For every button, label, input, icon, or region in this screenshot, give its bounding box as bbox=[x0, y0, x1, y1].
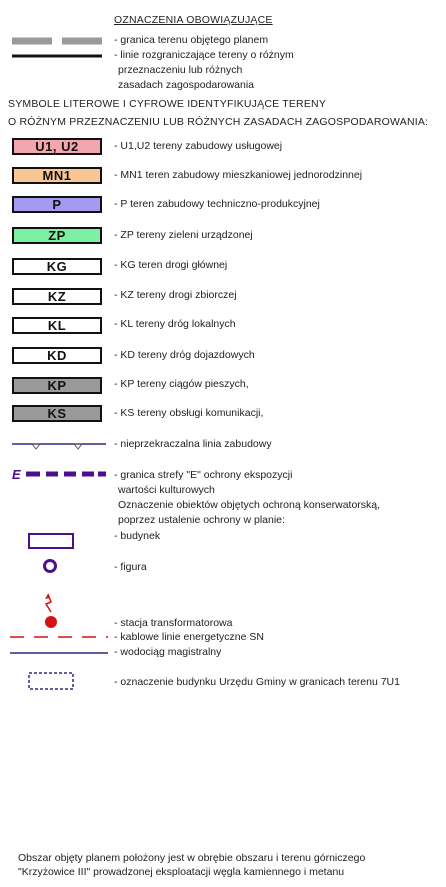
zone-e-label-1: - granica strefy "E" ochrony ekspozycji bbox=[114, 469, 293, 481]
figure-label: - figura bbox=[114, 561, 147, 573]
zone-label-u1-u2: - U1,U2 tereny zabudowy usługowej bbox=[114, 140, 283, 152]
zone-e-label-2: wartości kulturowych bbox=[118, 484, 215, 496]
zone-e-boundary-symbol bbox=[26, 471, 106, 477]
boundary-line-symbol bbox=[12, 54, 102, 58]
zone-label-kl: - KL tereny dróg lokalnych bbox=[114, 318, 236, 330]
zone-swatch-kd: KD bbox=[12, 347, 102, 364]
cable-label: - kablowe linie energetyczne SN bbox=[114, 631, 264, 643]
zone-label-kp: - KP tereny ciągów pieszych, bbox=[114, 378, 249, 390]
boundary-lines-label-2: przeznaczeniu lub różnych bbox=[118, 64, 243, 76]
protection-label-1: Oznaczenie obiektów objętych ochroną kon… bbox=[118, 499, 381, 511]
zone-swatch-ks: KS bbox=[12, 405, 102, 422]
building-symbol bbox=[28, 533, 74, 549]
zone-label-p: - P teren zabudowy techniczno-produkcyjn… bbox=[114, 198, 320, 210]
zone-label-kg: - KG teren drogi głównej bbox=[114, 259, 228, 271]
zone-label-kz: - KZ tereny drogi zbiorczej bbox=[114, 289, 237, 301]
symbols-heading-2: O RÓŻNYM PRZEZNACZENIU LUB RÓŻNYCH ZASAD… bbox=[8, 116, 429, 128]
footer-line-1: Obszar objęty planem położony jest w obr… bbox=[18, 852, 366, 864]
plan-boundary-label: - granica terenu objętego planem bbox=[114, 34, 269, 46]
protection-label-2: poprzez ustalenie ochrony w planie: bbox=[118, 514, 285, 526]
figure-icon bbox=[43, 559, 57, 573]
zone-swatch-u1-u2: U1, U2 bbox=[12, 138, 102, 155]
municipal-office-symbol bbox=[28, 672, 74, 690]
zone-swatch-p: P bbox=[12, 196, 102, 213]
zone-swatch-kg: KG bbox=[12, 258, 102, 275]
zone-e-letter: E bbox=[12, 467, 21, 482]
boundary-lines-label-1: - linie rozgraniczające tereny o różnym bbox=[114, 49, 294, 61]
zone-label-mn1: - MN1 teren zabudowy mieszkaniowej jedno… bbox=[114, 169, 363, 181]
water-main-label: - wodociąg magistralny bbox=[114, 646, 222, 658]
building-label: - budynek bbox=[114, 530, 161, 542]
zone-swatch-kz: KZ bbox=[12, 288, 102, 305]
water-main-symbol bbox=[10, 652, 108, 654]
transformer-label: - stacja transformatorowa bbox=[114, 617, 233, 629]
footer-line-2: "Krzyżowice III" prowadzonej eksploatacj… bbox=[18, 866, 345, 878]
legend-title: OZNACZENIA OBOWIĄZUJĄCE bbox=[114, 14, 273, 26]
zone-label-kd: - KD tereny dróg dojazdowych bbox=[114, 349, 255, 361]
municipal-office-label: - oznaczenie budynku Urzędu Gminy w gran… bbox=[114, 676, 400, 688]
boundary-lines-label-3: zasadach zagospodarowania bbox=[118, 79, 255, 91]
building-line-symbol bbox=[12, 443, 106, 450]
symbols-heading-1: SYMBOLE LITEROWE I CYFROWE IDENTYFIKUJĄC… bbox=[8, 98, 327, 110]
zone-swatch-zp: ZP bbox=[12, 227, 102, 244]
building-line-label: - nieprzekraczalna linia zabudowy bbox=[114, 438, 272, 450]
transformer-station-icon bbox=[44, 593, 57, 628]
zone-label-ks: - KS tereny obsługi komunikacji, bbox=[114, 407, 264, 419]
zone-swatch-mn1: MN1 bbox=[12, 167, 102, 184]
zone-swatch-kp: KP bbox=[12, 377, 102, 394]
plan-boundary-symbol bbox=[12, 37, 102, 45]
zone-label-zp: - ZP tereny zieleni urządzonej bbox=[114, 229, 253, 241]
cable-line-symbol bbox=[10, 636, 108, 638]
zone-swatch-kl: KL bbox=[12, 317, 102, 334]
